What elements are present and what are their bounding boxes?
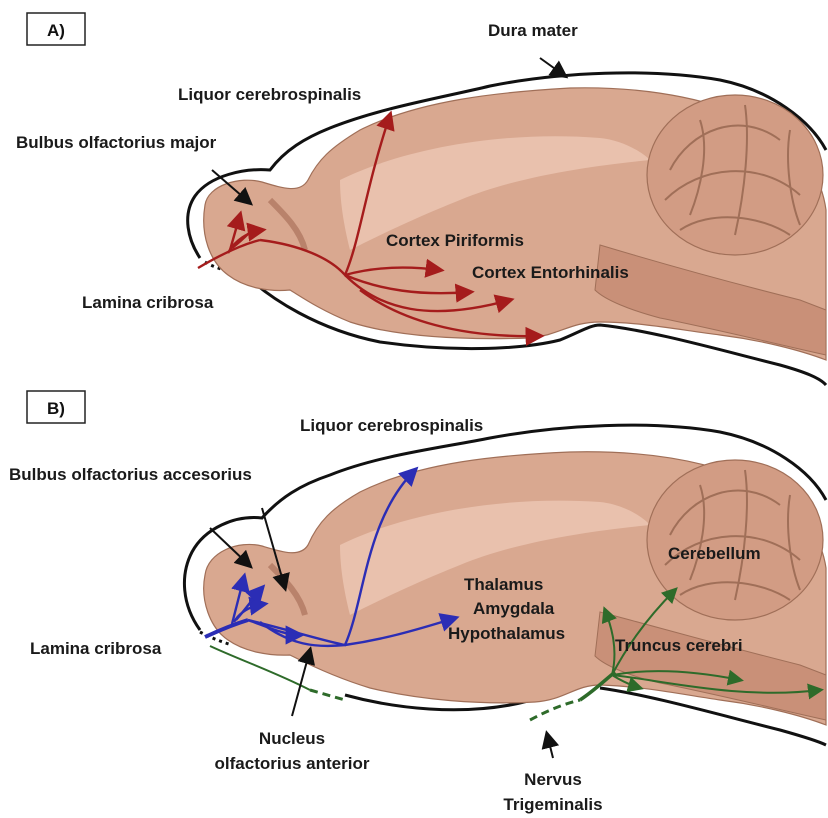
label-nucleus-line2: olfactorius anterior — [215, 754, 370, 773]
label-lamina-b: Lamina cribrosa — [30, 639, 162, 658]
dura-pointer — [540, 58, 565, 76]
label-thalamus: Thalamus — [464, 575, 543, 594]
label-bulbus-major: Bulbus olfactorius major — [16, 133, 217, 152]
cerebellum-b — [647, 460, 823, 620]
label-truncus-cerebri: Truncus cerebri — [615, 636, 743, 655]
label-liquor-b: Liquor cerebrospinalis — [300, 416, 483, 435]
label-dura-mater: Dura mater — [488, 21, 578, 40]
panel-a-tag: A) — [47, 21, 65, 40]
label-liquor-a: Liquor cerebrospinalis — [178, 85, 361, 104]
label-nervus-line1: Nervus — [524, 770, 582, 789]
label-cerebellum: Cerebellum — [668, 544, 761, 563]
label-bulbus-accesorius: Bulbus olfactorius accesorius — [9, 465, 252, 484]
label-hypothalamus: Hypothalamus — [448, 624, 565, 643]
label-lamina-a: Lamina cribrosa — [82, 293, 214, 312]
label-nucleus-line1: Nucleus — [259, 729, 325, 748]
label-amygdala: Amygdala — [473, 599, 555, 618]
label-nervus-line2: Trigeminalis — [503, 795, 602, 814]
panel-b: B) — [9, 391, 826, 814]
nervus-pointer — [547, 734, 553, 758]
panel-b-tag: B) — [47, 399, 65, 418]
label-cortex-entorhinalis: Cortex Entorhinalis — [472, 263, 629, 282]
panel-a: A) D — [16, 13, 826, 385]
cerebellum-a — [647, 95, 823, 255]
label-cortex-piriformis: Cortex Piriformis — [386, 231, 524, 250]
